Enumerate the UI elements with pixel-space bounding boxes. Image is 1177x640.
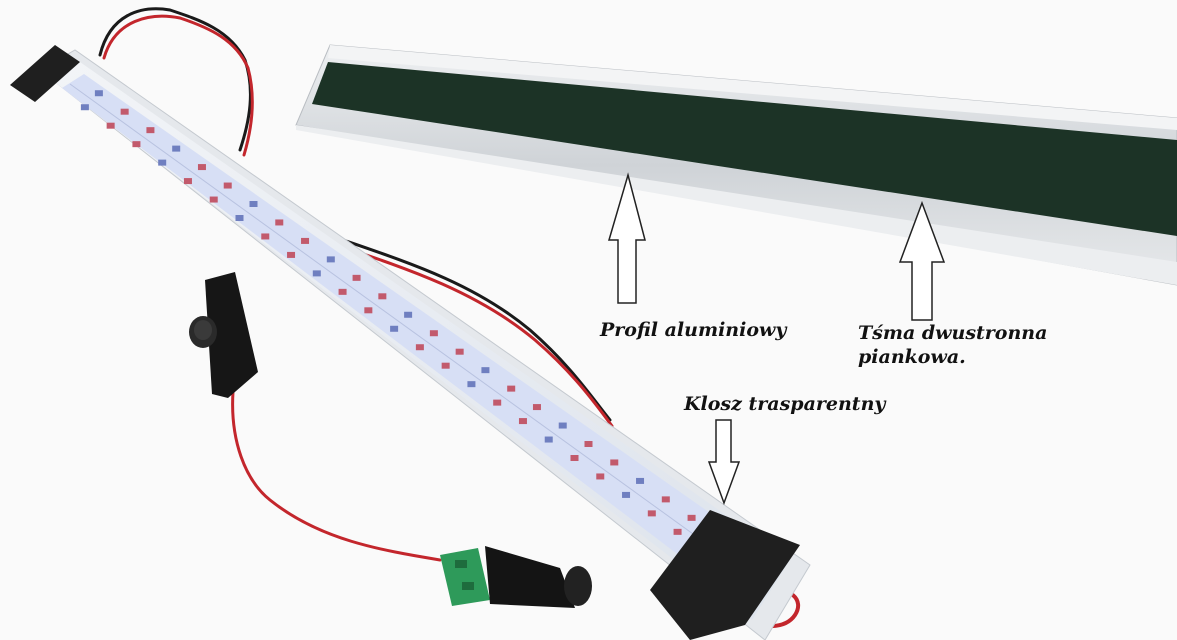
foam-tape (312, 62, 1177, 236)
led-chip (415, 344, 424, 351)
led-chip (584, 441, 593, 447)
label-profil-aluminiowy: Profil aluminiowy (600, 318, 786, 342)
led-chip (570, 455, 579, 461)
led-chip (404, 311, 413, 318)
led-chip (518, 418, 527, 425)
led-chip (558, 422, 567, 429)
led-chip (287, 251, 296, 258)
led-chip (338, 288, 347, 295)
led-chip (197, 164, 206, 171)
label-klosz: Klosz trasparentny (684, 392, 885, 416)
led-board (62, 74, 770, 600)
label-klosz-text: Klosz trasparentny (684, 393, 886, 415)
led-chip (661, 496, 670, 503)
led-chip (636, 477, 645, 484)
led-chip (507, 385, 516, 392)
led-chip (326, 256, 335, 263)
led-chip (610, 459, 619, 466)
label-tasma-line2: piankowa. (858, 346, 966, 368)
led-chip (441, 362, 450, 369)
led-chip (94, 90, 103, 97)
label-tasma-line1: Tśma dwustronna (858, 322, 1048, 344)
led-chip (106, 122, 115, 129)
arrow-up-icon (898, 200, 946, 321)
led-chip (455, 348, 464, 355)
arrow-down-icon (707, 419, 741, 506)
led-chip (481, 367, 490, 374)
led-chip (158, 159, 167, 166)
led-chip (390, 325, 399, 332)
led-chip (132, 141, 141, 148)
led-chip (622, 491, 631, 498)
led-chip (223, 182, 232, 189)
inline-switch (189, 272, 258, 398)
led-chip (378, 293, 387, 300)
led-chip (172, 145, 181, 152)
arrow-up-icon (607, 172, 646, 304)
label-profil-text: Profil aluminiowy (600, 319, 787, 341)
led-chip (493, 399, 502, 406)
led-chip (544, 436, 553, 443)
led-chip (209, 196, 218, 203)
led-chip (312, 270, 321, 277)
led-chip (429, 330, 438, 337)
led-chip (687, 514, 696, 521)
dc-connector (440, 546, 592, 608)
led-chip (146, 127, 155, 134)
led-chip (261, 233, 270, 240)
end-cap-left (10, 45, 80, 102)
label-tasma: Tśma dwustronna piankowa. (858, 321, 1047, 369)
led-chip (352, 274, 361, 281)
led-chip (647, 510, 656, 517)
led-chip (275, 219, 284, 226)
led-chip (80, 104, 89, 111)
aluminium-profile (295, 44, 1177, 286)
led-chip (467, 381, 476, 388)
led-chip (364, 307, 373, 314)
led-chip (235, 215, 244, 221)
led-chip (596, 473, 605, 480)
led-lamp (10, 45, 811, 640)
led-chip (532, 404, 541, 411)
led-chip (249, 201, 258, 207)
end-cap-right (650, 510, 800, 640)
led-chip (301, 237, 310, 244)
led-chip (120, 108, 129, 115)
led-chip (673, 528, 682, 535)
led-chip (183, 178, 192, 185)
